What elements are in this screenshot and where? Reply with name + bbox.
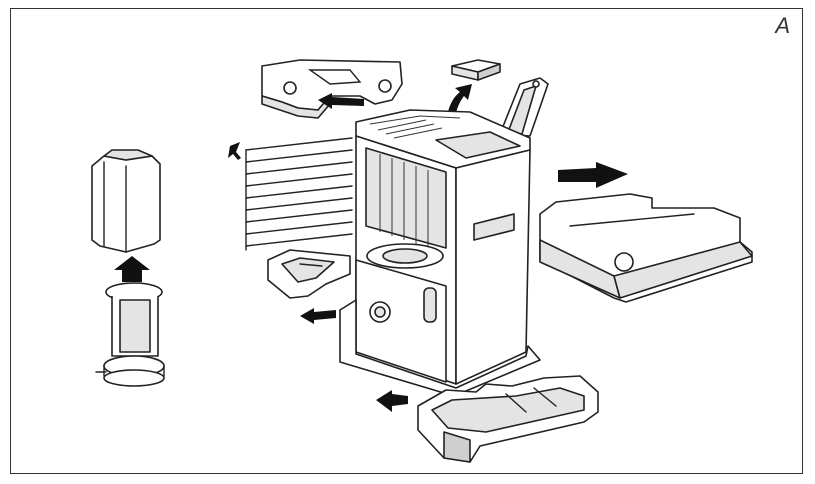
- arrow-right-cover: [558, 162, 628, 188]
- arrow-drip-tray: [300, 308, 336, 324]
- lid-block-part: [451, 59, 501, 81]
- arrow-bottom-cover: [376, 390, 408, 412]
- burner-cylinder-part: [95, 282, 165, 387]
- panel-label: A: [775, 13, 790, 38]
- bottom-cover-part: [417, 375, 599, 463]
- wick-cover-part: [91, 149, 161, 253]
- heater-body: [339, 109, 541, 397]
- reflector-fins-part: [245, 137, 353, 251]
- rear-cover-part: [539, 193, 753, 303]
- drip-tray-part: [267, 249, 351, 299]
- arrow-fins: [228, 142, 241, 160]
- arrow-wick-up: [114, 256, 150, 282]
- top-cover-part: [261, 59, 403, 119]
- arrow-top-cover: [318, 93, 364, 109]
